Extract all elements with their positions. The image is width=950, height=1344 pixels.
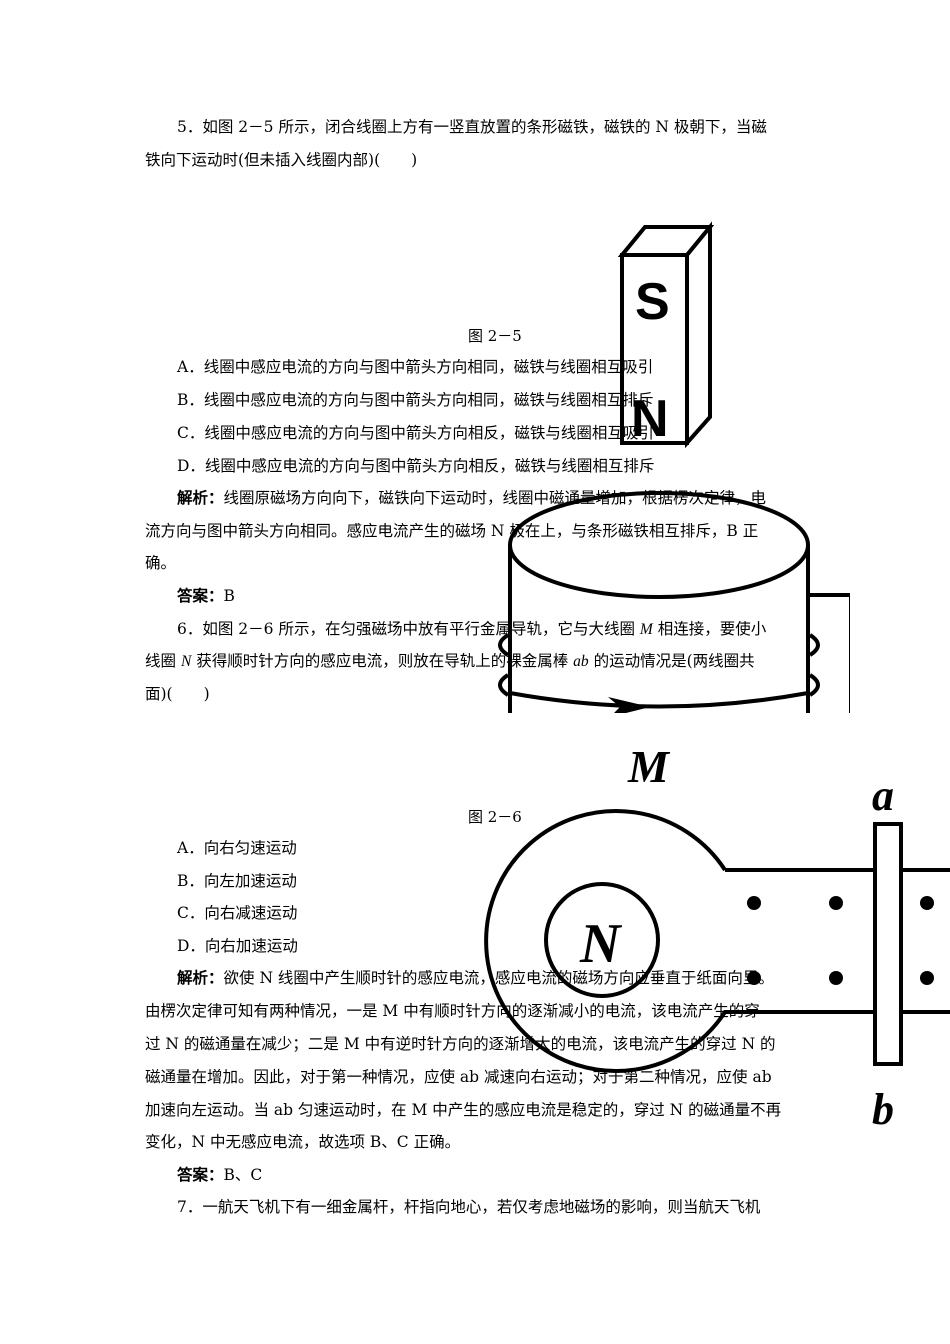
metal-bar-ab <box>873 822 903 1066</box>
q6-option-c: C．向右减速运动 <box>177 904 298 922</box>
coil-n <box>544 882 660 998</box>
q6-answer-label: 答案： <box>177 1165 224 1184</box>
q6-stem-line1: 6．如图 2－6 所示，在匀强磁场中放有平行金属导轨，它与大线圈 M 相连接，要… <box>177 620 767 638</box>
q5-stem-line1: 5．如图 2－5 所示，闭合线圈上方有一竖直放置的条形磁铁，磁铁的 N 极朝下，… <box>177 118 767 136</box>
coil-m-label: M <box>627 741 671 792</box>
q5-option-d: D．线圈中感应电流的方向与图中箭头方向相反，磁铁与线圈相互排斥 <box>177 457 655 475</box>
q6-analysis-label: 解析： <box>177 968 224 987</box>
field-dot <box>829 896 843 910</box>
q6-analysis-line1: 解析：欲使 N 线圈中产生顺时针的感应电流，感应电流的磁场方向应垂直于纸面向里。 <box>177 968 774 987</box>
q6-analysis-line4: 磁通量在增加。因此，对于第一种情况，应使 ab 减速向右运动；对于第二种情况，应… <box>145 1068 772 1086</box>
field-dot <box>747 971 761 985</box>
q6-option-b: B．向左加速运动 <box>177 872 297 890</box>
q6-answer: 答案：B、C <box>177 1165 263 1184</box>
q6-analysis-line3: 过 N 的磁通量在减少；二是 M 中有逆时针方向的逐渐增大的电流，该电流产生的穿… <box>145 1035 776 1053</box>
q5-analysis-line2: 流方向与图中箭头方向相同。感应电流产生的磁场 N 极在上，与条形磁铁相互排斥，B… <box>145 522 759 540</box>
figure-2-6-caption: 图 2－6 <box>468 808 522 826</box>
field-dot <box>920 896 934 910</box>
q5-stem-line2: 铁向下运动时(但未插入线圈内部)( ) <box>145 151 418 169</box>
coil-m <box>484 809 950 1073</box>
magnet-s-label: S <box>635 273 670 331</box>
q6-stem-line3: 面)( ) <box>145 685 210 703</box>
magnet-n-label: N <box>631 390 669 448</box>
field-dot <box>747 896 761 910</box>
figure-2-6: M N a b <box>484 741 950 1134</box>
coil-n-label: N <box>579 913 623 975</box>
current-arrow <box>608 697 650 713</box>
q5-answer: 答案：B <box>177 586 235 605</box>
q5-analysis-line3: 确。 <box>145 554 177 572</box>
q7-stem-line1: 7．一航天飞机下有一细金属杆，杆指向地心，若仅考虑地磁场的影响，则当航天飞机 <box>177 1198 761 1216</box>
q5-option-c: C．线圈中感应电流的方向与图中箭头方向相反，磁铁与线圈相互吸引 <box>177 424 654 442</box>
field-dot <box>829 971 843 985</box>
q6-analysis-line5: 加速向左运动。当 ab 匀速运动时，在 M 中产生的感应电流是稳定的，穿过 N … <box>145 1101 782 1119</box>
bar-label-a: a <box>872 771 894 820</box>
figure-2-5-caption: 图 2－5 <box>468 327 522 345</box>
q5-option-a: A．线圈中感应电流的方向与图中箭头方向相同，磁铁与线圈相互吸引 <box>177 358 654 376</box>
q5-analysis-line1: 解析：线圈原磁场方向向下，磁铁向下运动时，线圈中磁通量增加，根据楞次定律，电 <box>177 488 767 507</box>
q5-option-b: B．线圈中感应电流的方向与图中箭头方向相同，磁铁与线圈相互排斥 <box>177 391 654 409</box>
magnet-side-face <box>685 221 712 449</box>
q5-answer-label: 答案： <box>177 586 224 605</box>
magnet-front-face <box>620 253 689 445</box>
coil-top-ellipse <box>508 491 810 599</box>
field-dot <box>920 971 934 985</box>
q6-option-a: A．向右匀速运动 <box>177 839 297 857</box>
q6-stem-line2: 线圈 N 获得顺时针方向的感应电流，则放在导轨上的裸金属棒 ab 的运动情况是(… <box>145 652 755 670</box>
q6-analysis-line6: 变化，N 中无感应电流，故选项 B、C 正确。 <box>145 1133 461 1151</box>
q6-analysis-line2: 由楞次定律可知有两种情况，一是 M 中有顺时针方向的逐渐减小的电流，该电流产生的… <box>145 1002 760 1020</box>
q5-analysis-label: 解析： <box>177 488 224 507</box>
figure-2-5: S N <box>498 221 850 713</box>
bar-label-b: b <box>872 1085 894 1134</box>
q6-option-d: D．向右加速运动 <box>177 937 298 955</box>
